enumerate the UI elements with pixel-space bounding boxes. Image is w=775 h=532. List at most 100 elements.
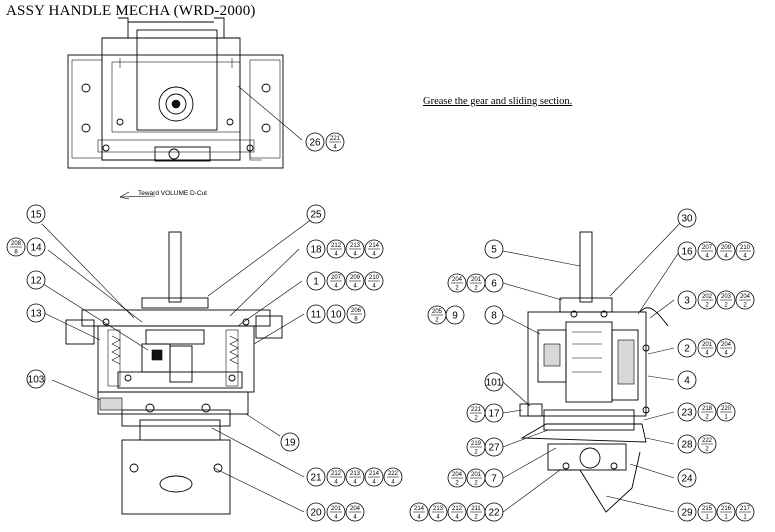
part-number: 201	[471, 472, 482, 478]
part-bubble: 213 4	[345, 467, 365, 487]
part-quantity: 2	[724, 303, 728, 309]
callout-number: 15	[30, 210, 42, 221]
part-quantity: 2	[474, 515, 478, 521]
part-number: 204	[452, 472, 463, 478]
callout-bubble	[484, 239, 504, 259]
callout-number: 27	[488, 443, 500, 454]
callout-number: 5	[491, 245, 497, 256]
part-quantity: 2	[743, 303, 747, 309]
part-quantity: 4	[372, 480, 376, 486]
part-quantity: 4	[436, 515, 440, 521]
callout-bubble	[280, 432, 300, 452]
part-number: 207	[331, 275, 342, 281]
callout-number: 19	[284, 438, 296, 449]
part-quantity: 4	[333, 145, 337, 151]
part-number: 201	[702, 342, 713, 348]
callout-bubble	[26, 204, 46, 224]
callout-bubble	[306, 502, 326, 522]
part-quantity: 4	[353, 252, 357, 258]
callout-bubble	[677, 402, 697, 422]
part-number: 204	[721, 342, 732, 348]
callout-number: 25	[310, 210, 322, 221]
part-quantity: 2	[455, 286, 459, 292]
part-number: 208	[11, 241, 22, 247]
callout-number: 103	[28, 375, 45, 386]
part-quantity: 4	[334, 284, 338, 290]
callout-number: 18	[310, 245, 322, 256]
callout-bubble	[26, 237, 46, 257]
part-number: 222	[388, 471, 399, 477]
part-number: 210	[740, 245, 751, 251]
part-number: 202	[702, 294, 713, 300]
part-quantity: 4	[705, 254, 709, 260]
callout-12: 12	[26, 270, 46, 290]
callout-number: 26	[309, 138, 321, 149]
callout-bubble	[306, 204, 326, 224]
callout-bubble	[306, 239, 326, 259]
part-quantity: 4	[372, 252, 376, 258]
part-number: 213	[433, 506, 444, 512]
callout-14: 14	[26, 237, 46, 257]
part-number: 210	[369, 275, 380, 281]
part-number: 204	[350, 506, 361, 512]
part-number: 216	[721, 506, 732, 512]
callout-bubble	[677, 468, 697, 488]
callout-number: 3	[684, 296, 690, 307]
part-quantity: 4	[353, 284, 357, 290]
callout-bubble	[677, 290, 697, 310]
callout-number: 21	[310, 473, 322, 484]
part-number: 214	[414, 506, 425, 512]
callout-number: 101	[486, 378, 503, 389]
part-number: 203	[721, 294, 732, 300]
part-quantity: 4	[372, 284, 376, 290]
part-quantity: 4	[724, 351, 728, 357]
callout-number: 12	[30, 276, 42, 287]
part-quantity: 4	[353, 480, 357, 486]
part-quantity: 4	[743, 254, 747, 260]
part-quantity: 4	[455, 515, 459, 521]
callout-number: 20	[310, 508, 322, 519]
part-bubble: 210 4	[735, 241, 755, 261]
callout-number: 29	[681, 508, 693, 519]
part-number: 213	[350, 471, 361, 477]
part-number: 204	[452, 277, 463, 283]
part-quantity: 2	[474, 286, 478, 292]
callout-number: 6	[491, 279, 497, 290]
part-number: 219	[471, 441, 482, 447]
direction-label: Teward VOLUME D-Cut	[138, 190, 207, 197]
callout-bubble	[677, 370, 697, 390]
part-quantity: 2	[474, 416, 478, 422]
part-bubble: 213 4	[428, 502, 448, 522]
callout-bubble	[677, 241, 697, 261]
part-quantity: 2	[455, 481, 459, 487]
part-number: 212	[331, 471, 342, 477]
part-quantity: 4	[334, 480, 338, 486]
callout-number: 8	[491, 311, 497, 322]
part-number: 204	[740, 294, 751, 300]
part-bubble: 212 4	[326, 467, 346, 487]
